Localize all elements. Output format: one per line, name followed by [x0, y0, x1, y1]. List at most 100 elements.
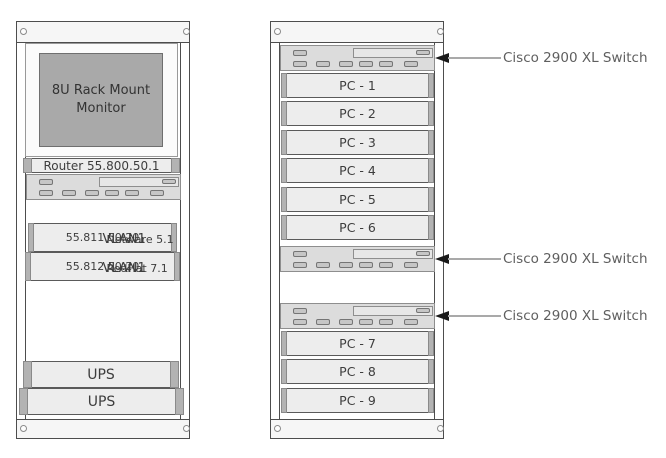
left-rack-rail-right — [180, 42, 190, 420]
ethernet-port-icon — [416, 308, 430, 313]
screw-hole-icon — [437, 28, 444, 35]
switch-unit-1 — [280, 45, 435, 71]
left-rack-bottom-bar — [16, 419, 190, 439]
screw-hole-icon — [274, 28, 281, 35]
screw-hole-icon — [20, 28, 27, 35]
rack-ear — [28, 223, 34, 252]
pc-label: PC - 1 — [339, 78, 376, 93]
ethernet-port-icon — [293, 61, 307, 67]
ethernet-port-icon — [404, 319, 418, 325]
ethernet-port-icon — [379, 319, 393, 325]
switch-annotation-label: Cisco 2900 XL Switch — [503, 308, 648, 324]
ethernet-port-icon — [359, 61, 373, 67]
uplink-slot — [353, 249, 433, 259]
monitor-label-line2: Monitor — [76, 101, 126, 116]
ups-label: UPS — [87, 393, 116, 410]
vlan-name: VLAN1 — [102, 260, 146, 276]
rack-ear — [281, 73, 287, 98]
rack-ear — [428, 73, 434, 98]
ethernet-port-icon — [162, 179, 176, 184]
pc-unit: PC - 6 — [281, 215, 434, 240]
ethernet-port-icon — [39, 179, 53, 185]
pc-unit: PC - 8 — [281, 359, 434, 384]
pc-unit: PC - 7 — [281, 331, 434, 356]
monitor-screen: 8U Rack Mount Monitor — [39, 53, 163, 147]
ethernet-port-icon — [359, 262, 373, 268]
rack-ear — [175, 388, 184, 415]
router-unit: Router 55.800.50.1 — [23, 158, 180, 173]
rack-ear — [25, 252, 31, 281]
pc-unit: PC - 2 — [281, 101, 434, 126]
ethernet-port-icon — [379, 61, 393, 67]
rack-ear — [281, 187, 287, 212]
annotation-line — [448, 258, 501, 260]
ethernet-port-icon — [339, 61, 353, 67]
rack-ear — [428, 130, 434, 155]
ethernet-port-icon — [293, 308, 307, 314]
rack-ear — [170, 361, 179, 388]
rack-ear — [428, 331, 434, 356]
pc-unit: PC - 1 — [281, 73, 434, 98]
rack-ear — [171, 223, 177, 252]
ethernet-port-icon — [39, 190, 53, 196]
pc-unit: PC - 3 — [281, 130, 434, 155]
ethernet-port-icon — [404, 262, 418, 268]
screw-hole-icon — [437, 425, 444, 432]
rack-ear — [281, 130, 287, 155]
ethernet-port-icon — [150, 190, 164, 196]
pc-label: PC - 5 — [339, 192, 376, 207]
switch-annotation-label: Cisco 2900 XL Switch — [503, 50, 648, 66]
server-ip: 55.812.50.20 — [65, 259, 140, 273]
rack-ear — [19, 388, 28, 415]
ethernet-port-icon — [125, 190, 139, 196]
right-rack-rail-right — [434, 42, 444, 420]
rack-ear — [428, 359, 434, 384]
ethernet-port-icon — [85, 190, 99, 196]
rack-ear — [428, 158, 434, 183]
ethernet-port-icon — [339, 319, 353, 325]
ethernet-port-icon — [293, 262, 307, 268]
ethernet-port-icon — [416, 50, 430, 55]
uplink-slot — [353, 306, 433, 316]
right-rack-bottom-bar — [270, 419, 444, 439]
vlan-name: VLAN1 — [102, 231, 146, 247]
ethernet-port-icon — [359, 319, 373, 325]
uplink-slot — [99, 177, 179, 187]
ups-unit: UPS — [19, 388, 184, 415]
screw-hole-icon — [274, 425, 281, 432]
server-ip: 55.811.50.20 — [65, 230, 140, 244]
pc-label: PC - 6 — [339, 220, 376, 235]
pc-unit: PC - 5 — [281, 187, 434, 212]
pc-unit: PC - 9 — [281, 388, 434, 413]
rack-ear — [281, 359, 287, 384]
arrowhead-left-icon — [435, 311, 449, 321]
rack-ear — [281, 215, 287, 240]
right-rack-top-bar — [270, 21, 444, 43]
router-label: Router 55.800.50.1 — [43, 159, 160, 173]
ethernet-port-icon — [379, 262, 393, 268]
monitor-label-line1: 8U Rack Mount — [51, 82, 151, 98]
ethernet-port-icon — [316, 61, 330, 67]
pc-label: PC - 2 — [339, 106, 376, 121]
left-rack-top-bar — [16, 21, 190, 43]
ethernet-port-icon — [62, 190, 76, 196]
rack-ear — [174, 252, 180, 281]
rack-ear — [428, 388, 434, 413]
server-os: Netware 5.1 — [106, 232, 174, 246]
pc-unit: PC - 4 — [281, 158, 434, 183]
rack-ear — [428, 101, 434, 126]
ethernet-port-icon — [105, 190, 119, 196]
ethernet-port-icon — [404, 61, 418, 67]
pc-label: PC - 9 — [339, 393, 376, 408]
server-os: RedHat 7.1 — [106, 261, 168, 275]
ethernet-port-icon — [293, 50, 307, 56]
ups-unit: UPS — [23, 361, 179, 388]
ups-label: UPS — [87, 366, 115, 383]
screw-hole-icon — [183, 28, 190, 35]
screw-hole-icon — [183, 425, 190, 432]
rack-ear — [23, 158, 32, 173]
rack-ear — [428, 215, 434, 240]
